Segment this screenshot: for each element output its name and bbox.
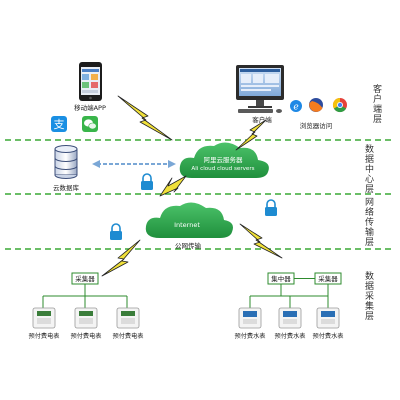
cloud-server-icon	[179, 142, 269, 178]
svg-text:据: 据	[365, 280, 374, 292]
lock-icon	[141, 173, 153, 190]
svg-text:中: 中	[365, 163, 374, 175]
internet-cloud-icon	[145, 202, 233, 238]
water-meter-icon	[278, 307, 302, 329]
alipay-icon: 支	[51, 116, 67, 132]
lightning-icon	[159, 175, 187, 197]
electricity-meter-icon	[116, 307, 140, 329]
meter-label: 预付费电表	[113, 332, 144, 340]
svg-text:据: 据	[365, 153, 374, 165]
svg-text:户: 户	[373, 93, 382, 105]
client-label: 客户端	[252, 115, 272, 124]
svg-text:层: 层	[373, 114, 382, 125]
svg-text:集中器: 集中器	[271, 274, 291, 283]
meter-label: 预付费水表	[275, 332, 306, 340]
svg-text:层: 层	[365, 237, 374, 248]
lock-icon	[110, 223, 122, 240]
smartphone-icon	[79, 62, 102, 101]
svg-text:客: 客	[373, 83, 382, 95]
svg-text:数: 数	[365, 270, 374, 282]
meter-label: 预付费水表	[313, 332, 344, 340]
svg-text:支: 支	[54, 118, 65, 131]
meter-label: 预付费电表	[29, 332, 60, 340]
mobile-app-label: 移动端APP	[74, 103, 106, 112]
concentrator-box: 集中器	[267, 272, 295, 285]
database-sync-arrow	[92, 160, 176, 168]
layer-label-collection: 数 据 采 集 层	[365, 270, 374, 322]
water-meter-icon	[238, 307, 262, 329]
public-network-label: 公网传输	[175, 241, 202, 250]
left-connector-lines	[42, 284, 128, 308]
svg-text:数: 数	[365, 143, 374, 155]
database-icon	[54, 145, 78, 179]
internet-explorer-icon: e	[290, 100, 302, 113]
left-collector-box: 采集器	[71, 272, 99, 285]
lightning-icon	[239, 223, 283, 259]
svg-text:心: 心	[365, 174, 374, 185]
electricity-meter-icon	[74, 307, 98, 329]
database-label: 云数据库	[53, 183, 80, 192]
svg-text:输: 输	[365, 226, 374, 238]
browser-access-label: 浏览器访问	[300, 121, 333, 130]
layer-label-network: 网 络 传 输 层	[365, 197, 374, 248]
meter-label: 预付费水表	[235, 332, 266, 340]
layer-label-client: 客 户 端 层	[373, 83, 382, 125]
svg-text:网: 网	[365, 197, 374, 208]
desktop-computer-icon	[236, 65, 284, 113]
svg-text:采集器: 采集器	[318, 274, 338, 283]
lightning-icon	[235, 119, 267, 151]
cloud-server-sublabel: Ali cloud cloud servers	[191, 166, 254, 172]
svg-text:采集器: 采集器	[75, 274, 95, 283]
internet-label: Internet	[174, 221, 200, 229]
svg-text:层: 层	[365, 184, 374, 195]
water-meter-icon	[316, 307, 340, 329]
meter-label: 预付费电表	[71, 332, 102, 340]
layer-label-data-center: 数 据 中 心 层	[365, 143, 374, 195]
chrome-icon	[332, 97, 347, 113]
svg-text:集: 集	[365, 300, 374, 312]
right-connector-lines	[249, 278, 329, 308]
right-collector-box: 采集器	[314, 272, 342, 285]
wechat-pay-icon	[82, 116, 98, 132]
firefox-icon	[309, 98, 323, 112]
svg-text:层: 层	[365, 311, 374, 322]
lightning-icon	[117, 95, 173, 141]
svg-text:络: 络	[365, 206, 374, 218]
lightning-icon	[101, 239, 141, 277]
svg-text:采: 采	[365, 291, 374, 302]
svg-text:传: 传	[365, 216, 374, 228]
electricity-meter-icon	[32, 307, 56, 329]
cloud-server-label: 阿里云服务器	[204, 155, 244, 164]
svg-text:e: e	[293, 103, 298, 113]
lock-icon	[265, 199, 277, 216]
svg-text:端: 端	[373, 103, 382, 115]
